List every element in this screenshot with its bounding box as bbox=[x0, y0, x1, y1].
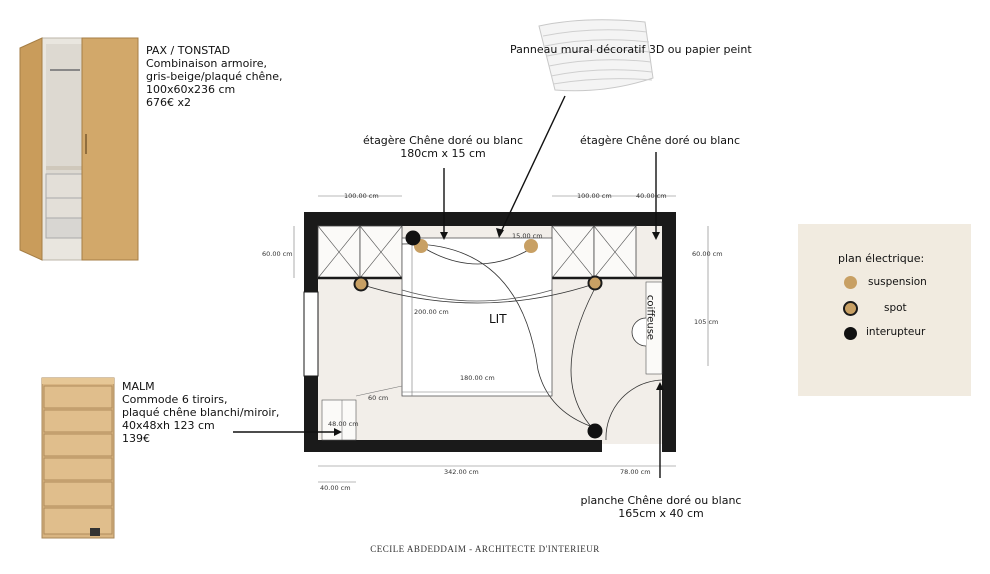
wiring-arc-3 bbox=[570, 289, 595, 431]
spot-light bbox=[587, 275, 603, 291]
dim-dresser-width: 60 cm bbox=[368, 394, 389, 402]
dim-dresser-depth: 48.00 cm bbox=[328, 420, 359, 428]
dim-shelf-depth: 15.00 cm bbox=[512, 232, 543, 240]
dim-right-depth: 60.00 cm bbox=[692, 250, 723, 258]
pax-line: PAX / TONSTAD bbox=[146, 44, 231, 57]
dresser-image bbox=[41, 377, 115, 539]
plank-label: planche Chêne doré ou blanc 165cm x 40 c… bbox=[572, 494, 750, 520]
wiring-arc-2 bbox=[359, 283, 595, 304]
bed bbox=[401, 237, 553, 397]
pax-description: PAX / TONSTAD Combinaison armoire, gris-… bbox=[146, 44, 283, 109]
malm-line: plaqué chêne blanchi/miroir, bbox=[122, 406, 280, 419]
switch-legend-icon bbox=[844, 327, 857, 340]
dim-bed-length: 200.00 cm bbox=[414, 308, 449, 316]
suspension-legend-icon bbox=[844, 276, 857, 289]
dim-bottom-left: 342.00 cm bbox=[444, 468, 479, 476]
window bbox=[303, 291, 319, 377]
wiring-arc-4 bbox=[401, 243, 591, 427]
legend-item-spot: spot bbox=[884, 302, 907, 314]
shelf-left-line: 180cm x 15 cm bbox=[400, 147, 486, 160]
malm-description: MALM Commode 6 tiroirs, plaqué chêne bla… bbox=[122, 380, 279, 445]
legend-item-suspension: suspension bbox=[868, 276, 927, 288]
legend-title: plan électrique: bbox=[838, 252, 925, 265]
dim-top-right-small: 40.00 cm bbox=[636, 192, 667, 200]
pax-line: 676€ x2 bbox=[146, 96, 191, 109]
plank-line: planche Chêne doré ou blanc bbox=[580, 494, 742, 507]
switch bbox=[587, 423, 603, 439]
malm-line: Commode 6 tiroirs, bbox=[122, 393, 228, 406]
pax-line: gris-beige/plaqué chêne, bbox=[146, 70, 283, 83]
dim-bottom-right: 78.00 cm bbox=[620, 468, 651, 476]
dim-left-depth: 60.00 cm bbox=[262, 250, 293, 258]
walls bbox=[304, 212, 676, 452]
dim-bed-width: 180.00 cm bbox=[460, 374, 495, 382]
door-swing bbox=[605, 379, 663, 441]
wardrobe-crosses bbox=[317, 225, 637, 279]
plank-line: 165cm x 40 cm bbox=[618, 507, 704, 520]
shelf-left-label: étagère Chêne doré ou blanc 180cm x 15 c… bbox=[358, 134, 528, 160]
malm-line: MALM bbox=[122, 380, 155, 393]
dim-right-height: 105 cm bbox=[694, 318, 719, 326]
arrow-heads bbox=[334, 228, 664, 436]
pax-line: 100x60x236 cm bbox=[146, 83, 236, 96]
spot-light bbox=[353, 276, 369, 292]
malm-line: 40x48xh 123 cm bbox=[122, 419, 215, 432]
wiring-arc bbox=[423, 247, 533, 265]
malm-line: 139€ bbox=[122, 432, 150, 445]
shelf-right-label: étagère Chêne doré ou blanc bbox=[580, 134, 741, 147]
spot-legend-icon bbox=[843, 301, 858, 316]
dimension-lines bbox=[293, 195, 709, 483]
footer-credit: CECILE ABDEDDAIM - ARCHITECTE D'INTERIEU… bbox=[370, 544, 600, 554]
pax-line: Combinaison armoire, bbox=[146, 57, 267, 70]
wardrobe-image bbox=[19, 37, 139, 261]
leader-arrows bbox=[233, 95, 661, 478]
dim-top-right: 100.00 cm bbox=[577, 192, 612, 200]
vanity-label: coiffeuse bbox=[644, 294, 656, 341]
bed-sheet-line bbox=[401, 289, 553, 302]
legend-item-switch: interupteur bbox=[866, 326, 926, 338]
dim-top-left: 100.00 cm bbox=[344, 192, 379, 200]
shelf-left-line: étagère Chêne doré ou blanc bbox=[362, 134, 524, 147]
dim-bottom-small: 40.00 cm bbox=[320, 484, 351, 492]
vanity-stool bbox=[631, 317, 647, 347]
panel-label: Panneau mural décoratif 3D ou papier pei… bbox=[510, 43, 752, 56]
switch bbox=[405, 230, 421, 246]
wall-panel-image bbox=[538, 19, 654, 92]
electrical-legend: plan électrique: suspension spot interup… bbox=[798, 224, 971, 396]
suspension-light bbox=[524, 239, 538, 253]
bed-label: LIT bbox=[489, 312, 507, 326]
